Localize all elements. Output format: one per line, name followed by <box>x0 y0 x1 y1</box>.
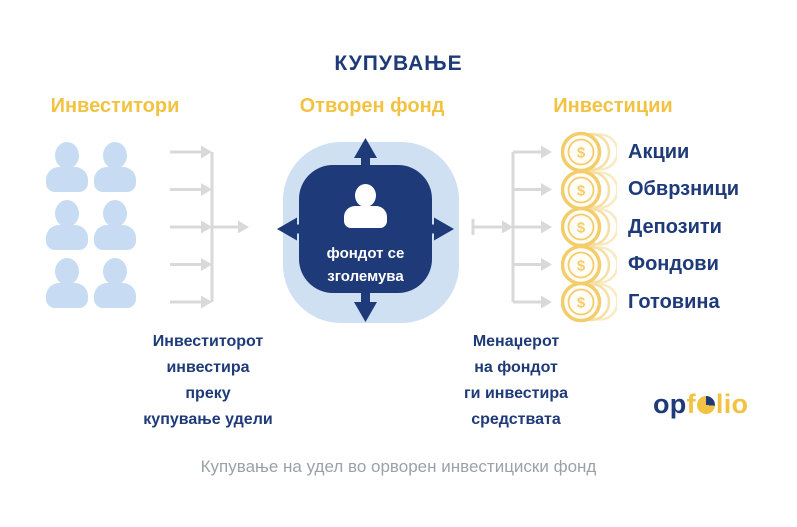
svg-text:$: $ <box>577 257 586 274</box>
svg-text:$: $ <box>577 220 586 237</box>
investment-row: $ Акции <box>561 130 689 174</box>
coin-stack-icon: $ <box>561 131 617 173</box>
svg-text:$: $ <box>577 145 586 162</box>
coin-stack-icon: $ <box>561 169 617 210</box>
investors-group <box>46 142 136 308</box>
column-header-investments: Инвестиции <box>553 95 673 117</box>
investment-label: Готовина <box>628 290 720 313</box>
investment-label: Обврзници <box>628 178 740 200</box>
svg-text:$: $ <box>577 295 586 312</box>
logo-text-op: op <box>653 389 687 419</box>
person-icon <box>94 200 136 250</box>
investors-to-fund-arrows-icon <box>170 145 249 309</box>
fund-grows-label: фондот се зголемува <box>326 245 405 285</box>
fund-to-investments-arrows-icon <box>471 145 552 309</box>
manager-process-caption: Менаџерот на фондот ги инвестира средств… <box>464 333 568 428</box>
person-icon <box>46 258 88 308</box>
footer-caption: Купување на удел во орворен инвестициски… <box>200 457 597 476</box>
investment-row: $ Депозити <box>561 205 722 249</box>
svg-text:$: $ <box>577 182 586 199</box>
coin-stack-icon: $ <box>561 206 617 248</box>
investment-row: $ Готовина <box>561 280 720 324</box>
investment-row: $ Обврзници <box>561 168 739 212</box>
investment-label: Акции <box>628 140 690 163</box>
column-header-open-fund: Отворен фонд <box>299 95 445 117</box>
person-icon <box>94 142 136 192</box>
logo-text-f: f <box>686 389 696 419</box>
page-title: КУПУВАЊЕ <box>334 52 463 75</box>
investment-label: Фондови <box>628 253 719 275</box>
logo-text-lio: lio <box>715 389 749 419</box>
fund-growth-arrows-icon <box>277 138 454 322</box>
logo-pie-chart-icon <box>696 396 715 414</box>
column-header-investors: Инвеститори <box>50 95 180 117</box>
investor-process-caption: Инвеститорот инвестира преку купување уд… <box>143 333 273 428</box>
investment-label: Депозити <box>628 215 722 238</box>
fund-manager-person-icon <box>343 184 388 236</box>
person-icon <box>94 258 136 308</box>
person-icon <box>46 142 88 192</box>
person-icon <box>46 200 88 250</box>
coin-stack-icon: $ <box>561 281 617 323</box>
